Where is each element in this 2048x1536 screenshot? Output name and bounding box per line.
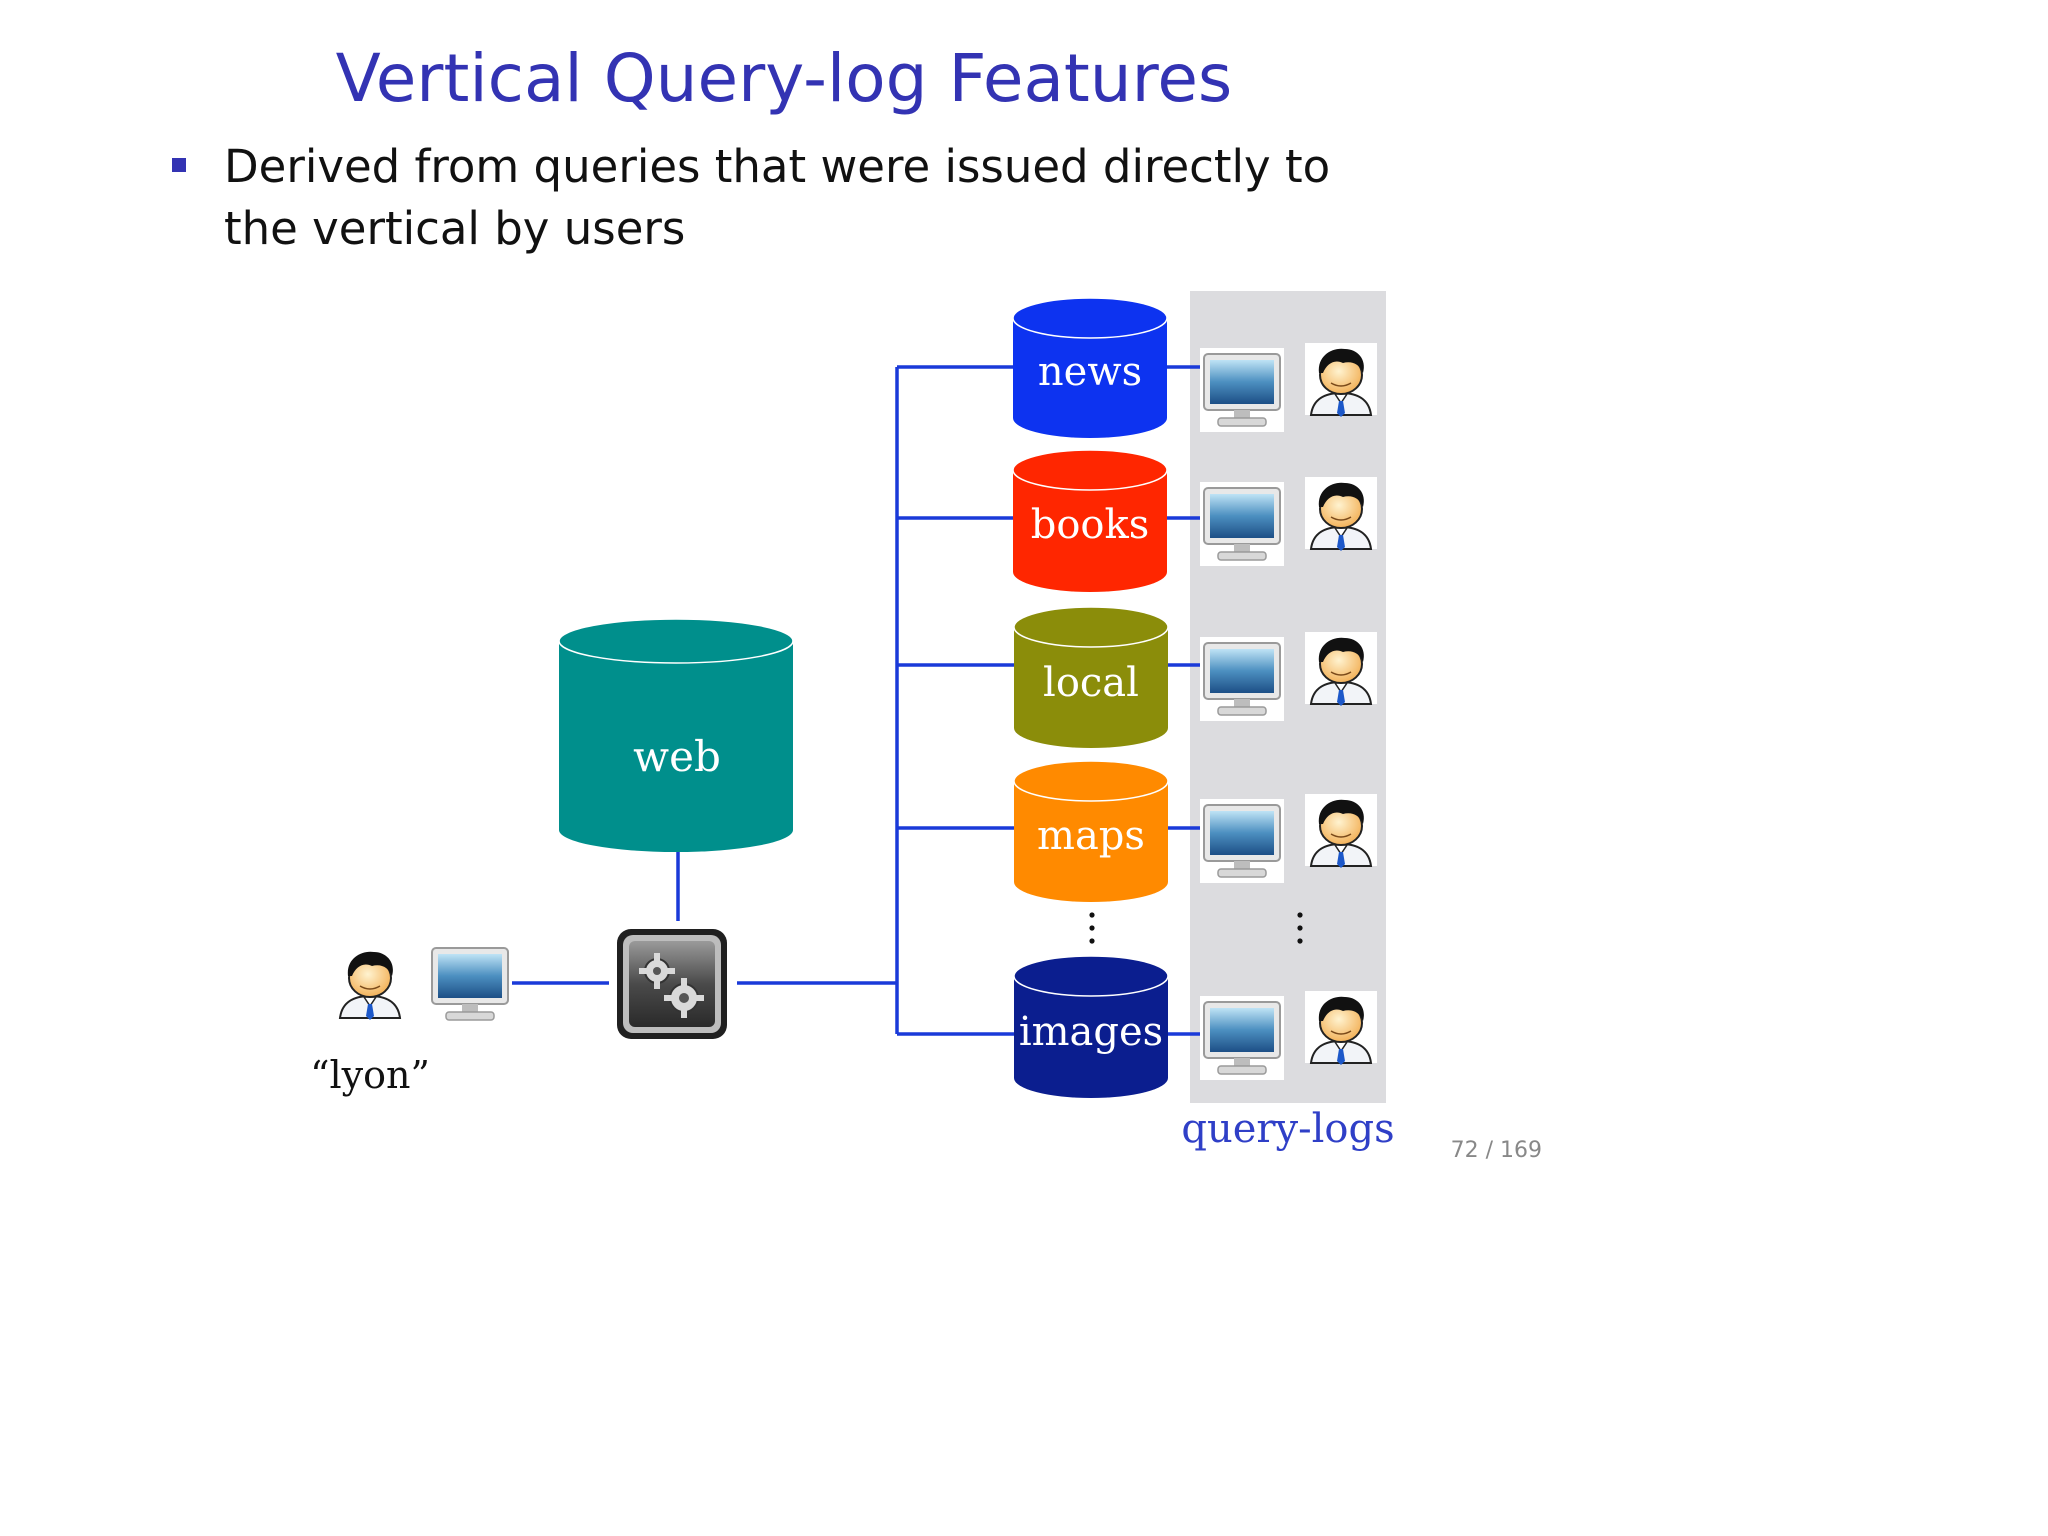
query-log-ellipsis: [1297, 912, 1303, 944]
vertical-books: books: [1012, 449, 1168, 592]
user-icon: [1304, 342, 1378, 418]
architecture-diagram: web news books local maps images: [310, 291, 1395, 1152]
query-user-icon: [333, 945, 407, 1021]
vertical-label-local: local: [1043, 660, 1139, 706]
vertical-ellipsis: [1089, 912, 1095, 944]
monitor-icon: [1199, 636, 1285, 722]
monitor-icon: [1199, 347, 1285, 433]
connector-lines: [512, 365, 1200, 1036]
user-icon: [1304, 990, 1378, 1066]
page-number: 72 / 169: [1450, 1138, 1542, 1163]
vertical-label-news: news: [1038, 349, 1142, 395]
web-label: web: [633, 732, 721, 781]
gear-icon: [616, 928, 728, 1040]
vertical-label-images: images: [1019, 1009, 1163, 1055]
query-logs-label: query-logs: [1181, 1106, 1394, 1152]
web-database: web: [558, 618, 794, 852]
slide-title: Vertical Query-log Features: [335, 40, 1233, 117]
bullet-marker: [172, 158, 186, 172]
user-icon: [1304, 631, 1378, 707]
query-text: “lyon”: [310, 1053, 430, 1097]
vertical-images: images: [1013, 955, 1169, 1098]
query-monitor-icon: [427, 941, 513, 1027]
vertical-local: local: [1013, 606, 1169, 748]
user-icon: [1304, 476, 1378, 552]
vertical-label-maps: maps: [1037, 813, 1145, 859]
monitor-icon: [1199, 798, 1285, 884]
vertical-maps: maps: [1013, 760, 1169, 902]
vertical-news: news: [1012, 297, 1168, 438]
user-icon: [1304, 793, 1378, 869]
vertical-label-books: books: [1031, 502, 1150, 548]
bullet-text: Derived from queries that were issued di…: [224, 140, 1331, 255]
monitor-icon: [1199, 995, 1285, 1081]
monitor-icon: [1199, 481, 1285, 567]
